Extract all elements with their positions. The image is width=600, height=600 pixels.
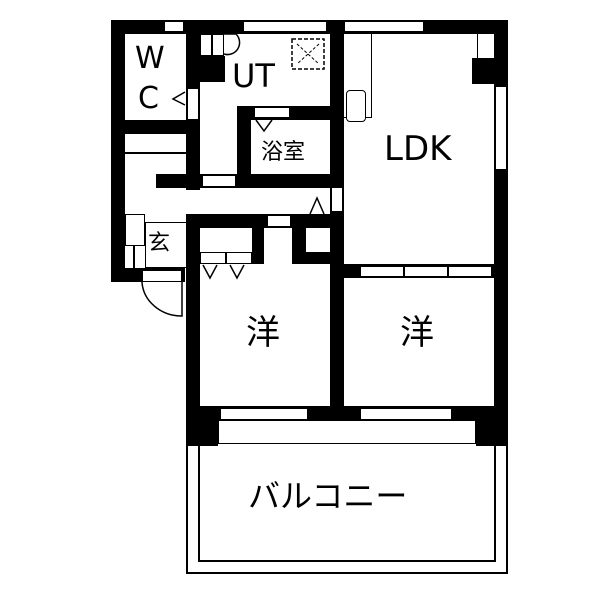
closet-vent-icon-1 bbox=[202, 264, 218, 280]
window-ut-top bbox=[243, 21, 327, 32]
sliding-door-3 bbox=[448, 266, 492, 277]
wall-western-divider bbox=[330, 218, 344, 420]
wc-door-arrow-icon bbox=[171, 91, 186, 106]
sink-icon bbox=[346, 90, 366, 122]
label-western1: 洋 bbox=[246, 313, 280, 353]
window-western2 bbox=[360, 408, 452, 420]
label-balcony: バルコニー bbox=[248, 477, 408, 515]
closet-door-1 bbox=[200, 252, 226, 264]
ut-shelf-right bbox=[212, 34, 224, 56]
wall-bath-left bbox=[237, 106, 251, 186]
ut-pillar bbox=[200, 56, 225, 82]
wall-bath-bottom bbox=[156, 174, 344, 188]
front-door bbox=[142, 270, 182, 282]
closet-interior bbox=[200, 228, 252, 252]
wall-wc-bottom bbox=[111, 120, 200, 134]
sliding-door-2 bbox=[404, 266, 448, 277]
label-ut: UT bbox=[232, 57, 275, 95]
balcony bbox=[186, 446, 508, 574]
closet-vent-icon-2 bbox=[229, 264, 245, 280]
sash-bottom-wide bbox=[218, 420, 476, 444]
ut-door-swing-icon bbox=[223, 33, 241, 56]
door-bath bbox=[254, 107, 290, 118]
entrance-step bbox=[145, 222, 186, 268]
ldk-column-line bbox=[477, 34, 494, 58]
label-wc-w: W bbox=[135, 41, 165, 76]
shelf-line bbox=[125, 152, 186, 154]
door-western1 bbox=[267, 215, 291, 227]
pillar-bottom-right bbox=[476, 406, 508, 446]
window-wc-top bbox=[164, 21, 184, 32]
ut-shelf-left bbox=[200, 34, 212, 56]
front-door-swing-icon bbox=[141, 281, 183, 317]
washing-machine-icon bbox=[291, 38, 325, 70]
window-western1 bbox=[220, 408, 308, 420]
wall-western1-left bbox=[186, 268, 200, 446]
pillar-ldk bbox=[472, 58, 508, 84]
label-wc-c: C bbox=[138, 81, 159, 116]
closet-door-2 bbox=[226, 252, 252, 264]
label-western2: 洋 bbox=[400, 313, 434, 353]
label-bath: 浴室 bbox=[261, 140, 306, 165]
bath-vent-icon bbox=[255, 119, 273, 133]
entrance-line bbox=[133, 246, 135, 268]
wall-left-upper bbox=[111, 20, 125, 282]
closet-vent-icon bbox=[309, 196, 325, 215]
label-entrance: 玄 bbox=[148, 231, 171, 256]
balcony-inner-rail bbox=[198, 446, 496, 562]
door-wc bbox=[187, 88, 199, 120]
small-closet-interior bbox=[306, 228, 330, 252]
shoe-box bbox=[125, 214, 145, 246]
pillar-bottom-left bbox=[186, 406, 218, 446]
door-ldk bbox=[331, 186, 343, 212]
sliding-door-1 bbox=[360, 266, 404, 277]
door-hall bbox=[202, 175, 236, 187]
window-ldk-right bbox=[495, 86, 507, 170]
label-ldk: LDK bbox=[384, 129, 452, 169]
window-ldk-top bbox=[344, 21, 424, 32]
wall-entrance-right bbox=[186, 214, 200, 282]
